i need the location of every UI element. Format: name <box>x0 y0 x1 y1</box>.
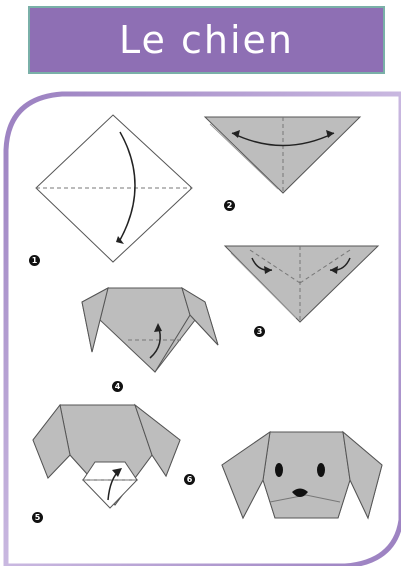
step-number-2: 2 <box>224 200 235 211</box>
step-number-3: 3 <box>254 326 265 337</box>
step-number-5: 5 <box>32 512 43 523</box>
step-number-6: 6 <box>184 474 195 485</box>
step-number-1: 1 <box>29 255 40 266</box>
dog-left-eye <box>275 463 283 477</box>
dog-right-eye <box>317 463 325 477</box>
step-number-4: 4 <box>112 381 123 392</box>
